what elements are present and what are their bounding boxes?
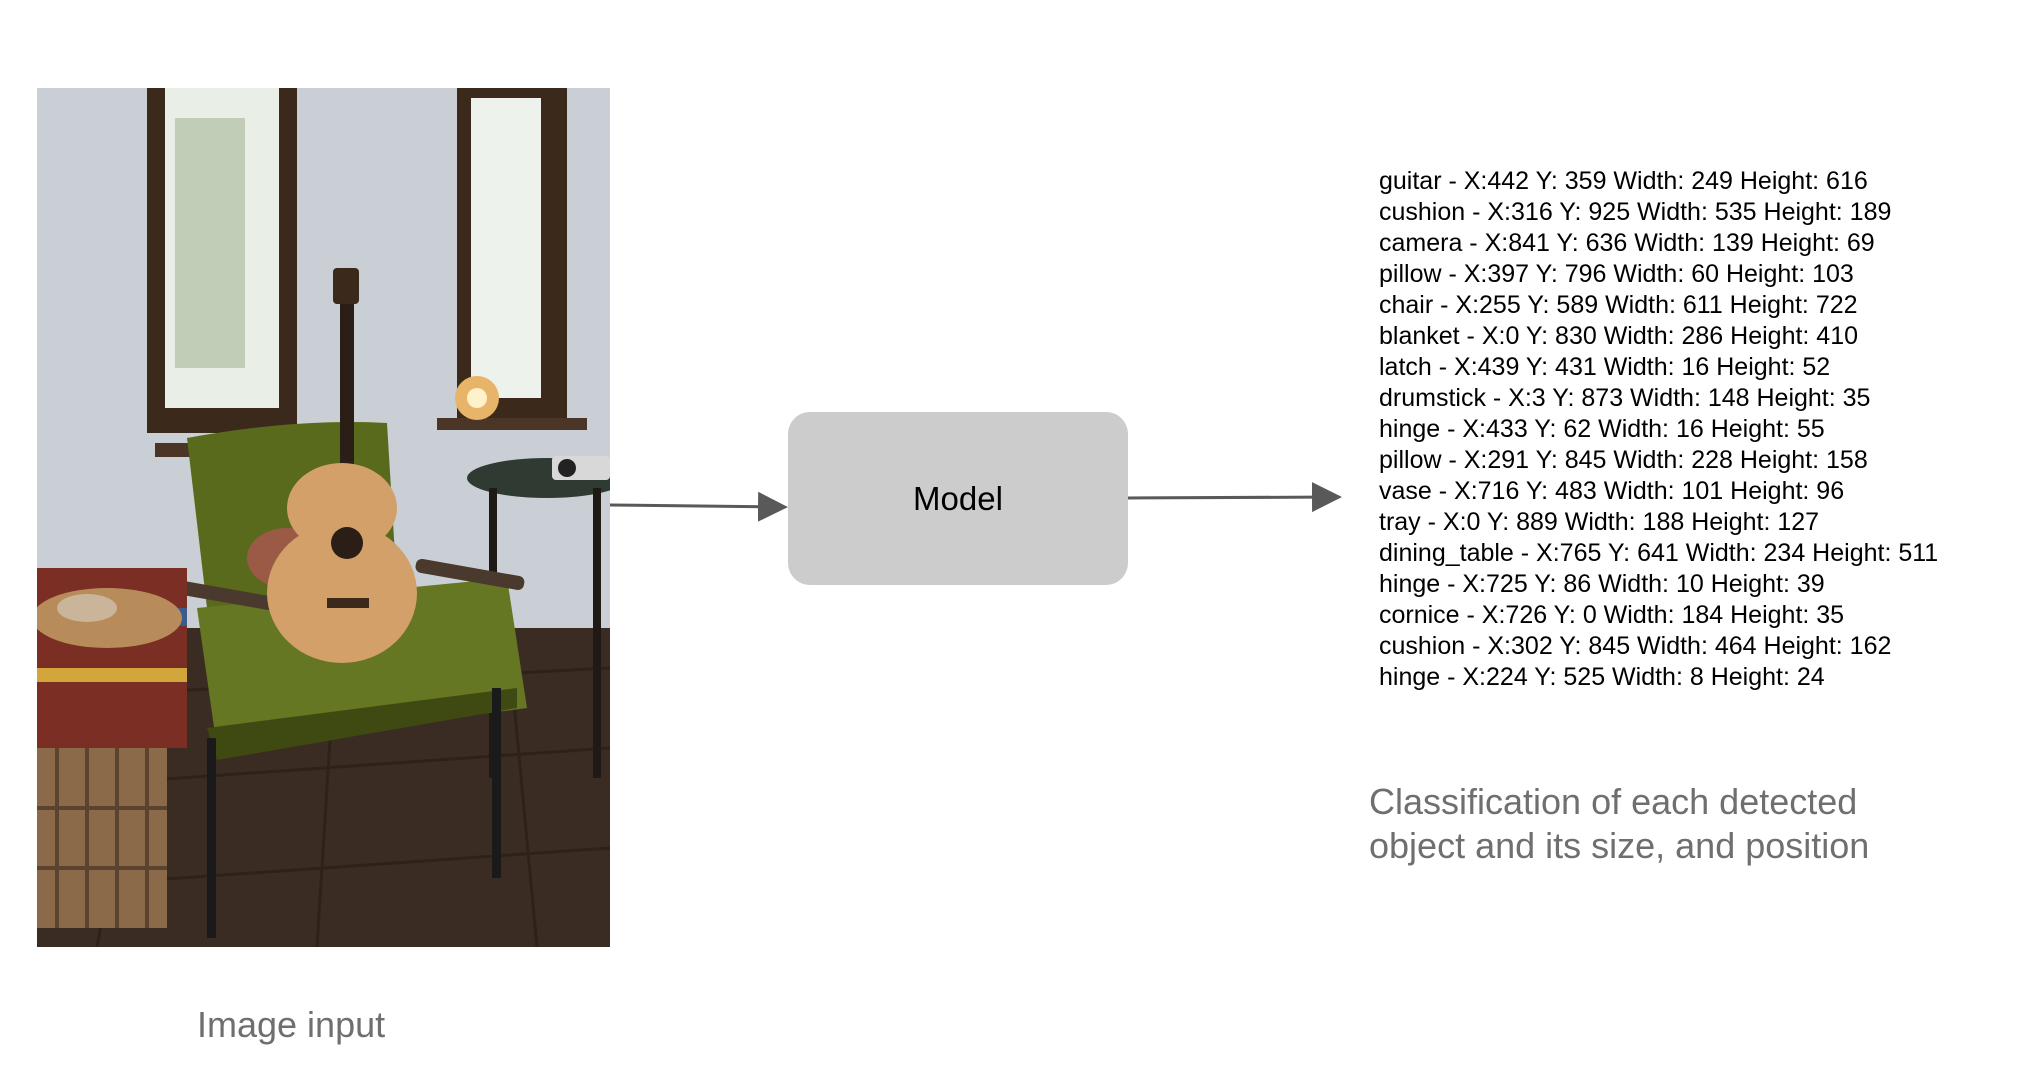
detection-item: cushion - X:316 Y: 925 Width: 535 Height… — [1379, 198, 1892, 226]
detection-item: pillow - X:397 Y: 796 Width: 60 Height: … — [1379, 260, 1854, 288]
detection-item: camera - X:841 Y: 636 Width: 139 Height:… — [1379, 229, 1875, 257]
output-caption-line-2: object and its size, and position — [1369, 825, 1870, 866]
detection-item: hinge - X:224 Y: 525 Width: 8 Height: 24 — [1379, 663, 1825, 691]
detection-item: cushion - X:302 Y: 845 Width: 464 Height… — [1379, 632, 1892, 660]
detection-item: drumstick - X:3 Y: 873 Width: 148 Height… — [1379, 384, 1871, 412]
output-caption: Classification of each detected object a… — [1369, 780, 1869, 868]
room-with-guitar-photo-icon — [37, 88, 610, 947]
input-photo — [37, 88, 610, 947]
detection-item: dining_table - X:765 Y: 641 Width: 234 H… — [1379, 539, 1939, 567]
detection-item: pillow - X:291 Y: 845 Width: 228 Height:… — [1379, 446, 1868, 474]
detection-item: guitar - X:442 Y: 359 Width: 249 Height:… — [1379, 167, 1868, 195]
detection-item: hinge - X:725 Y: 86 Width: 10 Height: 39 — [1379, 570, 1825, 598]
input-to-model-arrow — [609, 491, 788, 522]
detection-item: tray - X:0 Y: 889 Width: 188 Height: 127 — [1379, 508, 1820, 536]
detection-list: guitar - X:442 Y: 359 Width: 249 Height:… — [1379, 166, 1938, 693]
detection-item: cornice - X:726 Y: 0 Width: 184 Height: … — [1379, 601, 1845, 629]
detection-item: chair - X:255 Y: 589 Width: 611 Height: … — [1379, 291, 1858, 319]
model-label: Model — [913, 479, 1003, 517]
model-to-output-arrow — [1127, 482, 1342, 513]
image-input-caption: Image input — [197, 1004, 386, 1045]
detection-item: latch - X:439 Y: 431 Width: 16 Height: 5… — [1379, 353, 1831, 381]
detection-item: hinge - X:433 Y: 62 Width: 16 Height: 55 — [1379, 415, 1825, 443]
detection-item: blanket - X:0 Y: 830 Width: 286 Height: … — [1379, 322, 1859, 350]
model-box: Model — [788, 412, 1128, 585]
output-caption-line-1: Classification of each detected — [1369, 781, 1858, 822]
detection-item: vase - X:716 Y: 483 Width: 101 Height: 9… — [1379, 477, 1845, 505]
